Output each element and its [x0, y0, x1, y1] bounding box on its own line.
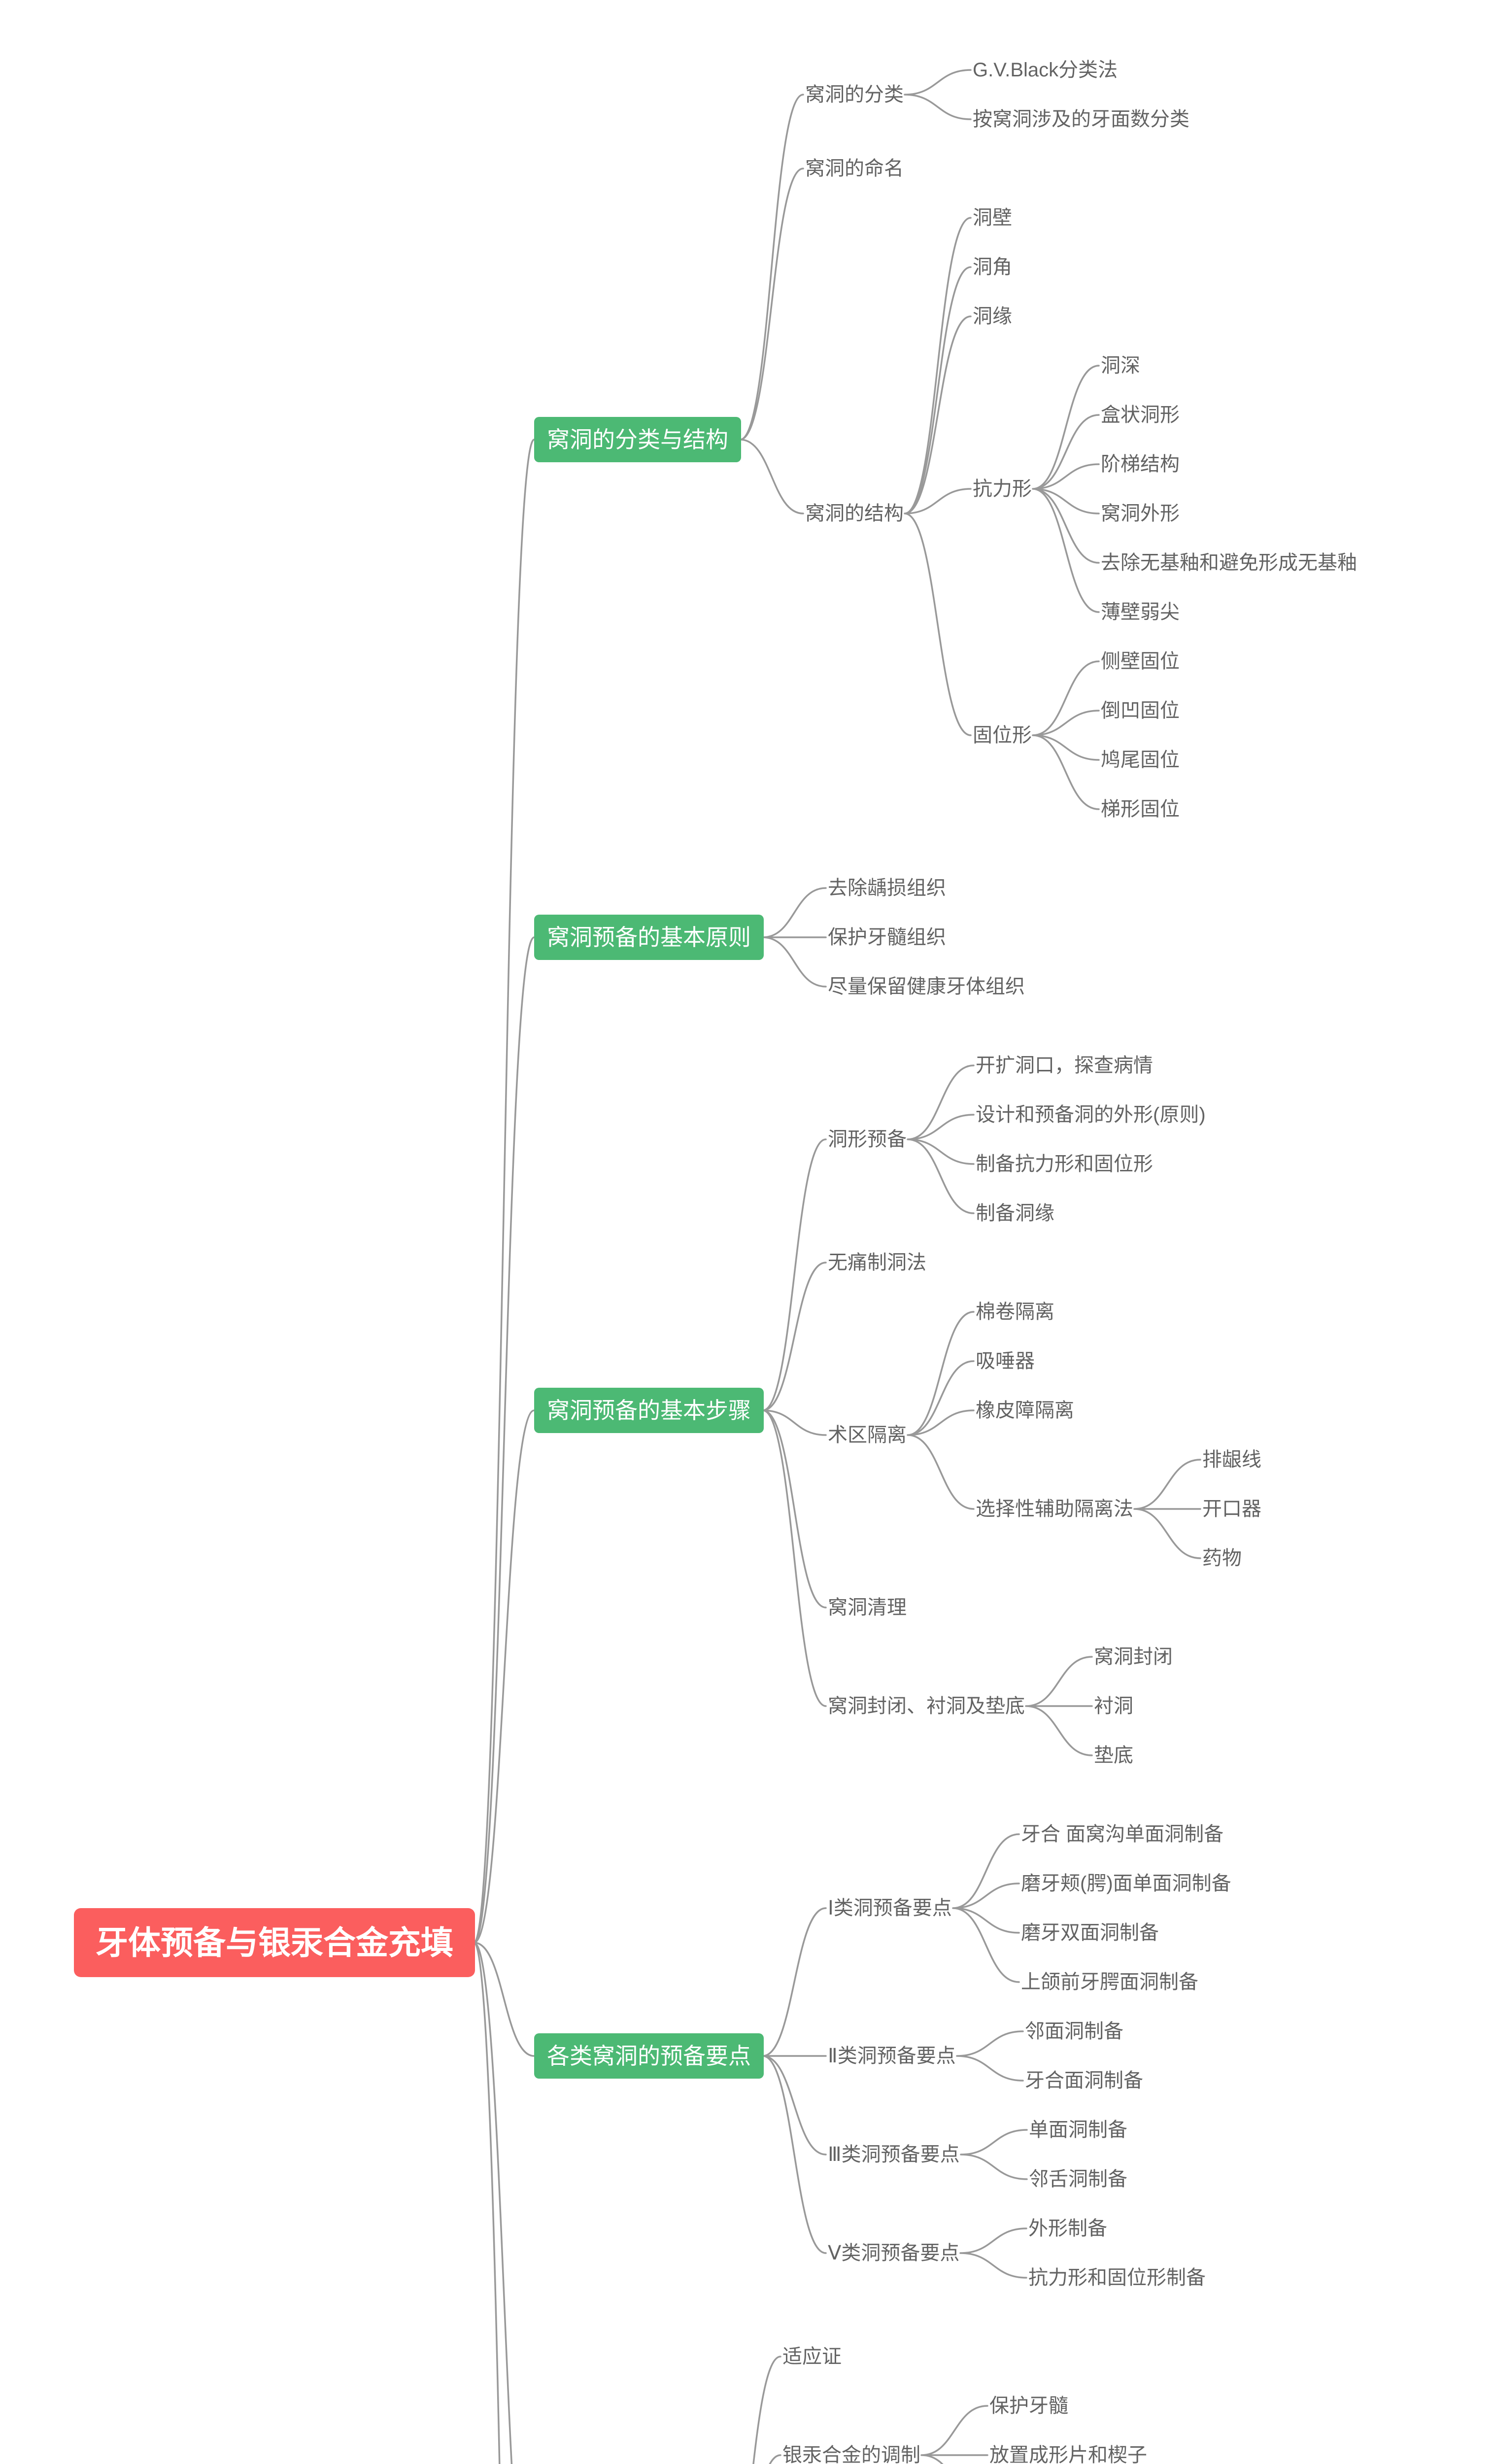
sub-topic[interactable]: 邻面洞制备 — [1025, 2020, 1123, 2042]
sub-topic[interactable]: 邻舌洞制备 — [1029, 2168, 1127, 2190]
sub-topic[interactable]: Ⅴ类洞预备要点 — [828, 2242, 960, 2264]
sub-topic[interactable]: 窝洞清理 — [828, 1597, 907, 1618]
sub-topic[interactable]: 选择性辅助隔离法 — [976, 1498, 1133, 1520]
sub-topic[interactable]: 洞角 — [973, 256, 1012, 278]
sub-topic[interactable]: 洞深 — [1101, 355, 1140, 376]
sub-topic[interactable]: 窝洞外形 — [1101, 503, 1180, 524]
sub-topic[interactable]: 倒凹固位 — [1101, 700, 1180, 721]
sub-topic[interactable]: Ⅰ类洞预备要点 — [828, 1897, 952, 1919]
sub-topic[interactable]: 橡皮障隔离 — [976, 1400, 1074, 1421]
sub-topic[interactable]: 外形制备 — [1028, 2218, 1107, 2239]
sub-topic[interactable]: 侧壁固位 — [1101, 650, 1180, 672]
sub-topic[interactable]: 窝洞封闭 — [1094, 1646, 1173, 1668]
sub-topic[interactable]: 牙合面洞制备 — [1025, 2070, 1143, 2091]
main-topic[interactable]: 窝洞预备的基本原则 — [534, 915, 764, 960]
sub-topic[interactable]: 去除龋损组织 — [828, 877, 946, 899]
root-topic[interactable]: 牙体预备与银汞合金充填 — [74, 1908, 475, 1977]
sub-topic[interactable]: Ⅱ类洞预备要点 — [828, 2045, 956, 2067]
sub-topic[interactable]: 窝洞的命名 — [805, 158, 904, 179]
sub-topic[interactable]: 按窝洞涉及的牙面数分类 — [973, 108, 1189, 130]
sub-topic[interactable]: 上颌前牙腭面洞制备 — [1021, 1971, 1198, 1993]
sub-topic[interactable]: 吸唾器 — [976, 1350, 1035, 1372]
sub-topic[interactable]: 保护牙髓 — [989, 2395, 1068, 2417]
sub-topic[interactable]: 去除无基釉和避免形成无基釉 — [1101, 552, 1357, 574]
main-topic[interactable]: 窝洞的分类与结构 — [534, 417, 741, 462]
mindmap-connectors — [473, 69, 1201, 2464]
sub-topic[interactable]: 鸠尾固位 — [1101, 749, 1180, 771]
sub-topic[interactable]: 窝洞封闭、衬洞及垫底 — [828, 1695, 1025, 1717]
sub-topic[interactable]: 梯形固位 — [1101, 798, 1180, 820]
sub-topic[interactable]: 磨牙颊(腭)面单面洞制备 — [1021, 1873, 1231, 1894]
sub-topic[interactable]: 窝洞的分类 — [805, 84, 904, 105]
sub-topic[interactable]: 窝洞的结构 — [805, 503, 904, 524]
sub-topic[interactable]: G.V.Black分类法 — [973, 59, 1118, 81]
sub-topic[interactable]: 术区隔离 — [828, 1424, 907, 1446]
sub-topic[interactable]: 无痛制洞法 — [828, 1252, 926, 1273]
sub-topic[interactable]: 放置成形片和楔子 — [989, 2444, 1147, 2464]
sub-topic[interactable]: 设计和预备洞的外形(原则) — [976, 1104, 1206, 1126]
sub-topic[interactable]: Ⅲ类洞预备要点 — [828, 2144, 960, 2165]
sub-topic[interactable]: 制备洞缘 — [976, 1202, 1054, 1224]
sub-topic[interactable]: 制备抗力形和固位形 — [976, 1153, 1153, 1175]
sub-topic[interactable]: 牙合 面窝沟单面洞制备 — [1021, 1823, 1224, 1845]
sub-topic[interactable]: 尽量保留健康牙体组织 — [828, 976, 1025, 997]
sub-topic[interactable]: 适应证 — [782, 2346, 842, 2367]
sub-topic[interactable]: 棉卷隔离 — [976, 1301, 1054, 1323]
sub-topic[interactable]: 单面洞制备 — [1029, 2119, 1127, 2141]
sub-topic[interactable]: 开扩洞口，探查病情 — [976, 1055, 1153, 1076]
sub-topic[interactable]: 固位形 — [973, 724, 1032, 746]
sub-topic[interactable]: 衬洞 — [1094, 1695, 1133, 1717]
sub-topic[interactable]: 药物 — [1202, 1547, 1242, 1569]
sub-topic[interactable]: 阶梯结构 — [1101, 453, 1180, 475]
sub-topic[interactable]: 开口器 — [1202, 1498, 1261, 1520]
sub-topic[interactable]: 抗力形和固位形制备 — [1028, 2267, 1206, 2289]
sub-topic[interactable]: 盒状洞形 — [1101, 404, 1180, 426]
sub-topic[interactable]: 洞壁 — [973, 207, 1012, 229]
sub-topic[interactable]: 抗力形 — [973, 478, 1032, 500]
sub-topic[interactable]: 垫底 — [1094, 1745, 1133, 1766]
sub-topic[interactable]: 排龈线 — [1202, 1449, 1261, 1471]
sub-topic[interactable]: 保护牙髓组织 — [828, 926, 946, 948]
sub-topic[interactable]: 磨牙双面洞制备 — [1021, 1922, 1159, 1944]
sub-topic[interactable]: 洞缘 — [973, 306, 1012, 327]
sub-topic[interactable]: 银汞合金的调制 — [782, 2444, 920, 2464]
sub-topic[interactable]: 洞形预备 — [828, 1129, 907, 1150]
sub-topic[interactable]: 薄壁弱尖 — [1101, 601, 1180, 623]
main-topic[interactable]: 各类窝洞的预备要点 — [534, 2033, 764, 2079]
main-topic[interactable]: 窝洞预备的基本步骤 — [534, 1388, 764, 1433]
